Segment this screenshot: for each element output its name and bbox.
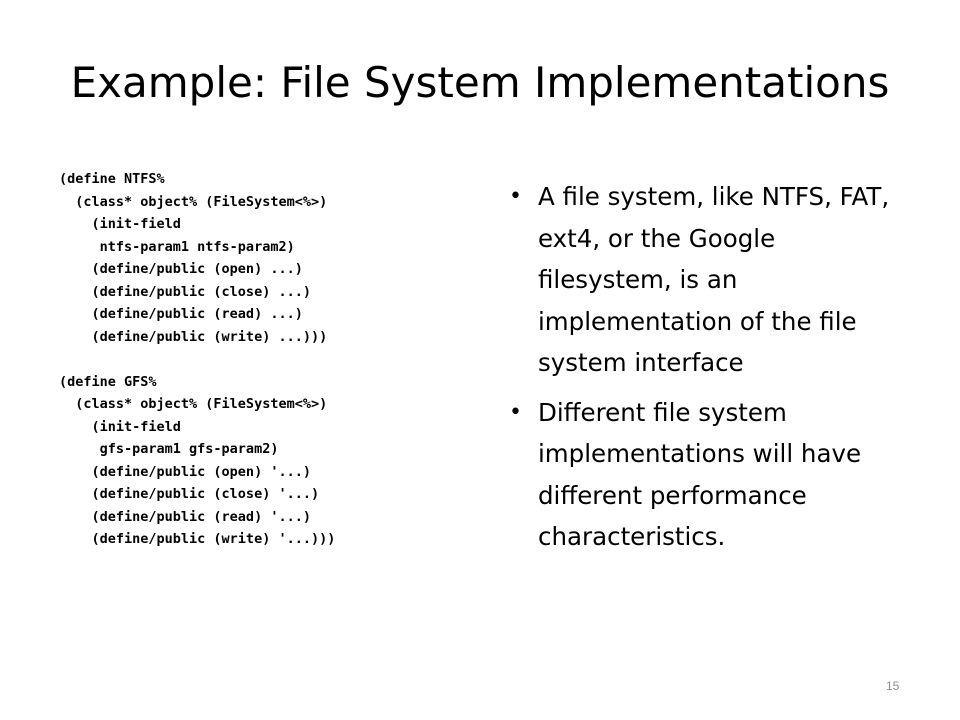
bullet-text: A file system, like NTFS, FAT, ext4, or … xyxy=(538,182,890,377)
code-line: ntfs-param1 ntfs-param2) xyxy=(59,238,295,255)
code-line: (define GFS% xyxy=(59,373,157,390)
bullet-marker: • xyxy=(509,184,522,209)
code-line: (define/public (close) ...) xyxy=(59,283,311,300)
code-line: (define/public (read) '...) xyxy=(59,508,311,525)
bullet-item: • Different file system implementations … xyxy=(508,392,908,558)
bullet-list: • A file system, like NTFS, FAT, ext4, o… xyxy=(508,176,908,566)
page-number: 15 xyxy=(886,679,900,693)
code-line: (class* object% (FileSystem<%>) xyxy=(59,396,328,412)
code-line: (define/public (open) ...) xyxy=(59,261,303,277)
code-line: (define/public (write) ...))) xyxy=(59,328,328,345)
code-line: (define/public (open) '...) xyxy=(59,463,311,480)
code-block: (define NTFS% (class* object% (FileSyste… xyxy=(59,168,335,551)
bullet-marker: • xyxy=(509,399,522,425)
bullet-item: • A file system, like NTFS, FAT, ext4, o… xyxy=(508,176,908,384)
code-line: (define NTFS% xyxy=(59,171,165,187)
bullet-text: Different file system implementations wi… xyxy=(538,397,862,552)
code-line: (define/public (close) '...) xyxy=(59,486,320,502)
slide-title: Example: File System Implementations xyxy=(70,58,890,107)
code-line: (init-field xyxy=(59,418,181,435)
code-line: (define/public (read) ...) xyxy=(59,306,303,322)
code-line: (class* object% (FileSystem<%>) xyxy=(59,193,328,210)
code-line: gfs-param1 gfs-param2) xyxy=(59,441,279,457)
code-line: (init-field xyxy=(59,216,181,232)
code-line: (define/public (write) '...))) xyxy=(59,531,336,547)
